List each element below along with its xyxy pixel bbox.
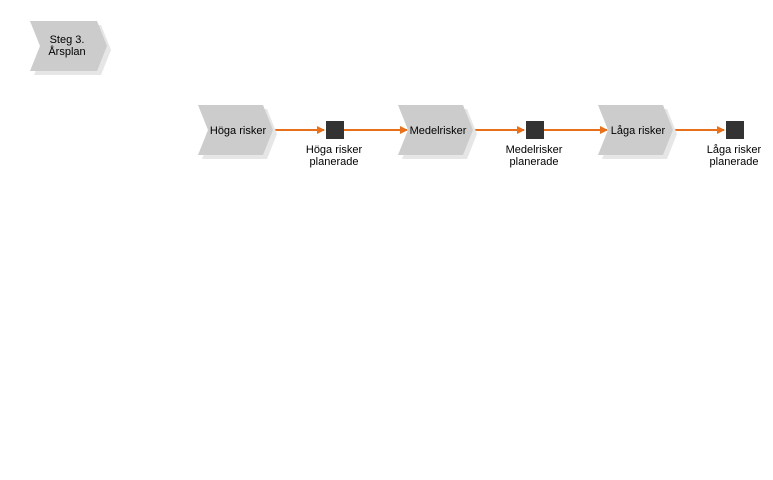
event-hoga-risker-planerade-line2: planerade [310,156,359,168]
process-medelrisker[interactable]: Medelrisker [398,105,477,159]
process-laga-risker-shape [598,105,673,155]
step-chevron[interactable]: Steg 3. Årsplan [30,21,111,75]
event-medelrisker-planerade-box [526,121,544,139]
event-medelrisker-planerade-line1: Medelrisker [506,144,563,156]
event-hoga-risker-planerade[interactable]: Höga risker planerade [306,121,363,168]
step-chevron-shape [30,21,107,71]
process-hoga-risker-label: Höga risker [210,125,267,137]
process-medelrisker-label: Medelrisker [410,125,467,137]
process-hoga-risker-shape [198,105,273,155]
process-laga-risker-label: Låga risker [611,125,666,137]
event-medelrisker-planerade-line2: planerade [510,156,559,168]
step-chevron-line1: Steg 3. [50,34,85,46]
event-laga-risker-planerade-line2: planerade [710,156,759,168]
process-hoga-risker[interactable]: Höga risker [198,105,277,159]
event-laga-risker-planerade[interactable]: Låga risker planerade [707,121,762,168]
process-laga-risker[interactable]: Låga risker [598,105,677,159]
event-laga-risker-planerade-box [726,121,744,139]
event-hoga-risker-planerade-line1: Höga risker [306,144,363,156]
event-medelrisker-planerade[interactable]: Medelrisker planerade [506,121,563,168]
step-chevron-line2: Årsplan [48,45,85,58]
process-medelrisker-shape [398,105,473,155]
event-laga-risker-planerade-line1: Låga risker [707,144,762,156]
event-hoga-risker-planerade-box [326,121,344,139]
